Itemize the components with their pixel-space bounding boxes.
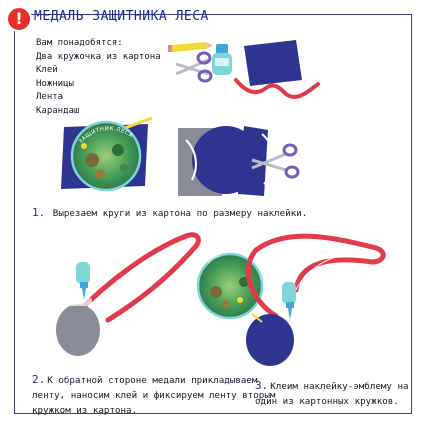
step-1-text: Вырезаем круги из картона по размеру нак…	[52, 208, 308, 219]
glue-bottle-icon	[212, 44, 232, 75]
page-title: МЕДАЛЬ ЗАЩИТНИКА ЛЕСА	[34, 9, 209, 24]
step-2-line: кружком из картона.	[32, 405, 138, 416]
ribbon-icon	[234, 78, 320, 99]
step-1-number: 1.	[32, 206, 46, 219]
material-item: Лента	[36, 92, 64, 103]
pencil-icon	[168, 42, 213, 52]
step-2-line: К обратной стороне медали прикладываем	[47, 375, 258, 386]
step-3: 3.Клеим наклейку-эмблему на один из карт…	[255, 378, 409, 409]
step-3-line: один из картонных кружков.	[255, 396, 399, 407]
cardboard-sheets-icon	[244, 40, 302, 86]
step-3-number: 3.	[255, 379, 269, 392]
step-3-line: Клеим наклейку-эмблему на	[270, 381, 409, 392]
step-2-number: 2.	[32, 373, 46, 386]
step-2-line: ленту, наносим клей и фиксируем ленту вт…	[32, 390, 276, 401]
step-2: 2.К обратной стороне медали прикладываем…	[32, 372, 275, 418]
instruction-frame	[14, 14, 412, 414]
glue-bottle-icon	[282, 282, 296, 320]
material-item: Два кружочка из картона	[36, 51, 161, 62]
material-item: Клей	[36, 65, 58, 76]
step-1: 1. Вырезаем круги из картона по размеру …	[32, 205, 307, 221]
materials-intro: Вам понадобятся:	[36, 38, 123, 48]
material-item: Карандаш	[36, 105, 80, 116]
cut-circles	[178, 126, 275, 196]
warning-icon: !	[6, 6, 32, 32]
scissors-icon	[175, 51, 213, 83]
materials-list: Вам понадобятся: Два кружочка из картона…	[36, 37, 161, 119]
medal-back-with-ribbon	[56, 232, 201, 356]
medal-front-with-ribbon	[245, 233, 386, 366]
material-item: Ножницы	[36, 78, 74, 89]
glue-bottle-icon	[76, 262, 90, 300]
sticker-on-cardboard: ЗАЩИТНИК ЛЕСА	[61, 116, 153, 192]
scissors-icon	[251, 143, 300, 179]
